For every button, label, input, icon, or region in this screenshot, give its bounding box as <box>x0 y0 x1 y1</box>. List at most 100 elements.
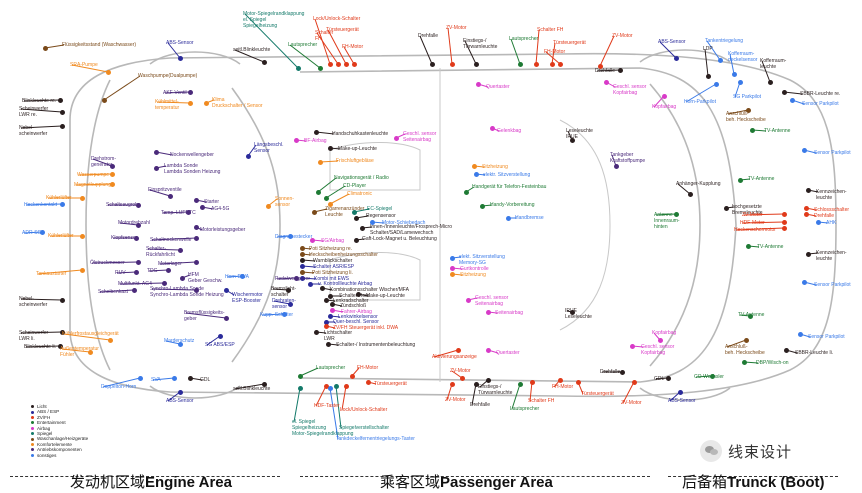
component-dot <box>317 65 323 71</box>
component-label: ZV-Motor <box>450 368 471 374</box>
component-dot <box>365 379 371 385</box>
component-label: Schalter-Rückfahrlicht <box>146 246 175 258</box>
component-label: Drehfalle <box>418 33 439 39</box>
component-dot <box>557 377 563 383</box>
component-dot <box>569 137 575 143</box>
legend-label: Antriebskomponenten <box>37 447 82 453</box>
component-label: Navigationsgerät / Radio <box>334 175 389 181</box>
component-label: Blinkleuchte re. <box>22 98 57 104</box>
legend-color-dot <box>31 453 34 457</box>
component-dot <box>39 229 45 235</box>
leader-line <box>317 177 337 193</box>
component-dot <box>313 129 319 135</box>
component-dot <box>299 251 305 257</box>
component-dot <box>245 153 251 159</box>
component-label: Seitenairbag <box>495 310 524 316</box>
component-dot <box>177 247 183 253</box>
component-label: Ölstruckmesser <box>90 260 125 266</box>
component-label: FH-Motor <box>544 49 566 55</box>
watermark-text: 线束设计 <box>728 443 793 461</box>
component-label: Lenkwinkelsensor <box>338 314 378 320</box>
leader-line <box>289 44 321 69</box>
component-dot <box>449 255 455 261</box>
leader-line <box>341 385 347 411</box>
component-dot <box>193 224 199 230</box>
component-dot <box>789 97 795 103</box>
legend-item: Airbag <box>30 426 88 431</box>
component-dot <box>429 61 435 67</box>
leader-line <box>273 300 291 305</box>
component-dot <box>299 245 305 251</box>
rear-bench <box>559 119 611 331</box>
component-label: Blinkleuchte li. <box>24 344 56 350</box>
component-dot <box>79 267 85 273</box>
leader-line <box>92 158 113 167</box>
leader-line <box>99 289 135 293</box>
legend-item: Waschanlage/Heizgeräte <box>30 436 88 441</box>
component-label: Kühlerfrostausgleichgerät <box>62 331 119 337</box>
component-dot <box>747 313 753 319</box>
component-dot <box>805 251 811 257</box>
leader-line <box>299 367 319 377</box>
leader-line <box>91 261 139 264</box>
component-dot <box>603 79 609 85</box>
component-dot <box>299 269 305 275</box>
component-label: Make-up-Leuchte <box>338 146 377 152</box>
component-dot <box>473 171 479 177</box>
component-label: IRUELeseleuchte <box>565 308 592 320</box>
leader-line <box>783 91 803 95</box>
component-dot <box>517 61 523 67</box>
component-label: TV-Antenne <box>757 244 784 250</box>
component-label: Kühlerlüfter <box>46 195 72 201</box>
component-label: Aktivierungsanzeige <box>432 354 477 360</box>
legend-color-dot <box>31 432 34 436</box>
component-dot <box>287 233 293 239</box>
legend-label: ABS / ESP <box>37 409 60 415</box>
component-label: Einstiegs-/Türwarnleuchte <box>463 38 498 50</box>
component-dot <box>327 385 333 391</box>
leader-line <box>659 41 677 59</box>
component-dot <box>619 369 625 375</box>
component-dot <box>629 343 635 349</box>
leader-line <box>596 69 621 72</box>
leader-line <box>159 261 197 265</box>
component-dot <box>285 287 291 293</box>
leader-line <box>743 213 785 216</box>
component-label: Nockenwellengeber <box>170 152 214 158</box>
component-dot <box>657 337 663 343</box>
component-label: Motorleistungsgeber <box>200 227 246 233</box>
component-label: Kennzeichen-leuchte <box>816 189 847 201</box>
component-dot <box>281 311 287 317</box>
component-label: Drehstrom-generator <box>91 156 117 168</box>
component-label: Kofferraum-leuchte <box>760 58 787 70</box>
component-label: Heckenkontakt <box>24 202 58 208</box>
component-label: Türsteuergerät <box>326 27 359 33</box>
component-dot <box>133 235 139 241</box>
component-label: Schalter FH <box>528 398 555 404</box>
component-dot <box>459 375 465 381</box>
component-label: Kühlmittel-temperatur <box>155 99 180 111</box>
component-dot <box>349 373 355 379</box>
legend-color-dot <box>31 410 34 414</box>
leader-line <box>61 348 91 353</box>
component-label: Schalter Horn <box>339 293 370 299</box>
component-dot <box>187 89 193 95</box>
leader-line <box>23 99 61 102</box>
leader-line <box>464 40 477 65</box>
legend-item: Spiegel <box>30 431 88 436</box>
component-dot <box>42 45 48 51</box>
leader-line <box>599 35 615 67</box>
component-dot <box>217 333 223 339</box>
component-label: Climatronic <box>347 191 373 197</box>
leader-line <box>327 29 347 65</box>
component-dot <box>311 209 317 215</box>
component-label: Einspritzventile <box>148 187 182 193</box>
component-label: Pedalwertgeber <box>275 276 311 282</box>
component-dot <box>299 275 305 281</box>
